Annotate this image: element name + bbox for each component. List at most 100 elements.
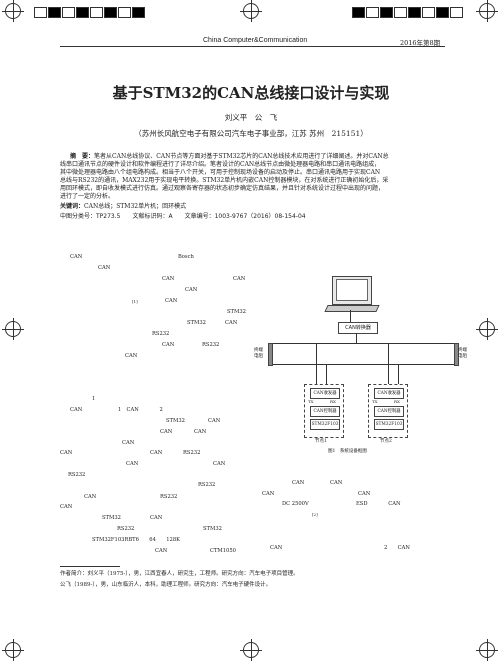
can-converter-label: CAN转换器 xyxy=(345,325,371,331)
body-fragment: CAN xyxy=(70,254,83,260)
node2-controller: CAN控制器 xyxy=(374,406,404,417)
body-fragment: [2] xyxy=(312,512,318,517)
footnote-author-2: 公飞（1989-），男，山东临沂人，本科，助理工程师。研究方向：汽车电子硬件设计… xyxy=(60,582,272,588)
body-fragment: CAN xyxy=(165,298,178,304)
body-fragment: Bosch xyxy=(178,254,194,260)
body-fragment: RS232 xyxy=(152,331,170,337)
node2-rx: RX xyxy=(394,399,400,404)
abstract-line: 其中微处理器电路由八个组电路构成。相当于八个开关，可用于控制现场设备的启动及停止… xyxy=(60,169,381,176)
body-fragment: RS232 xyxy=(202,342,220,348)
body-fragment: STM32 xyxy=(203,526,222,532)
body-fragment: [1] xyxy=(132,299,138,304)
converter-drop xyxy=(356,333,357,343)
header-rule xyxy=(60,46,445,47)
node1-rx: RX xyxy=(330,399,336,404)
body-fragment: CTM1050 xyxy=(210,548,236,554)
body-fragment: STM32 xyxy=(166,418,185,424)
body-fragment: CAN xyxy=(125,353,138,359)
body-fragment: CAN xyxy=(208,418,221,424)
body-fragment: CAN xyxy=(225,320,238,326)
body-fragment: 1 CAN 2 xyxy=(118,407,163,413)
journal-name: China Computer&Communication xyxy=(203,37,308,44)
print-calibration-strip-right xyxy=(352,7,464,18)
usb-cable xyxy=(350,310,351,322)
abstract-line: 总线与RS232的通讯，MAX232用于实现电平转换。STM32单片机内嵌CAN… xyxy=(60,177,389,184)
figure-caption: 图1 系统设备框图 xyxy=(328,449,367,454)
crop-mark-bottom-left xyxy=(2,639,24,661)
body-fragment: STM32 xyxy=(227,309,246,315)
computer-icon xyxy=(322,276,380,312)
abstract-line: 用回环模式，即自收发模式进行仿真。通过观察各寄存器的状态初步确定仿真结果，并且针… xyxy=(60,185,385,192)
body-fragment: CAN xyxy=(233,276,246,282)
print-calibration-strip-left xyxy=(34,7,146,18)
node2-tx: TX xyxy=(372,399,378,404)
abstract-label: 摘 要： xyxy=(70,153,95,160)
node2-mcu: STM32F103 xyxy=(374,419,404,430)
body-fragment: STM32 xyxy=(187,320,206,326)
crop-mark-top-right xyxy=(476,0,498,22)
body-fragment: CAN xyxy=(122,440,135,446)
body-fragment: CAN xyxy=(98,265,111,271)
body-fragment: CAN xyxy=(84,494,97,500)
body-fragment: CAN xyxy=(60,450,73,456)
crop-mark-mid-left xyxy=(2,318,24,340)
body-fragment: CAN xyxy=(330,480,343,486)
body-fragment: CAN xyxy=(162,342,175,348)
left-resistor-label: 终端 电阻 xyxy=(254,348,263,359)
node1-can-high-drop xyxy=(316,343,317,388)
body-fragment: ESD CAN xyxy=(356,501,401,507)
crop-mark-mid-right xyxy=(476,318,498,340)
body-fragment: CAN xyxy=(194,429,207,435)
body-fragment: STM32 xyxy=(102,515,121,521)
keywords-text: CAN总线；STM32单片机；回环模式 xyxy=(84,203,187,210)
node1-label: 节点1 xyxy=(315,439,327,444)
body-fragment: CAN xyxy=(60,504,73,510)
node2-can-low-drop xyxy=(398,364,399,388)
article-authors: 刘义平 公 飞 xyxy=(224,113,278,122)
article-affiliation: （苏州长风航空电子有限公司汽车电子事业部，江苏 苏州 215151） xyxy=(134,129,368,138)
node2-transceiver-label: CAN收发器 xyxy=(377,391,401,396)
body-fragment: CAN xyxy=(292,480,305,486)
body-fragment: CAN xyxy=(358,491,371,497)
footnote-author-1: 作者简介：刘义平（1975-），男，江西宜春人，研究生，工程师。研究方向：汽车电… xyxy=(60,571,299,577)
footnote-rule xyxy=(60,566,120,567)
body-fragment: RS232 xyxy=(68,472,86,478)
node1-controller-label: CAN控制器 xyxy=(313,409,337,414)
node2-mcu-label: STM32F103 xyxy=(375,422,403,427)
node1-mcu-label: STM32F103 xyxy=(311,422,339,427)
body-fragment: CAN xyxy=(70,407,83,413)
keywords-label: 关键词： xyxy=(60,203,85,210)
body-fragment: CAN xyxy=(126,461,139,467)
system-block-diagram: CAN转换器 终端 电阻 终端 电阻 CAN收发器 TX RX CAN控制器 S… xyxy=(254,276,470,468)
classification-line: 中图分类号：TP273.5 文献标识码：A 文章编号：1003-9767（201… xyxy=(60,213,306,220)
node2-transceiver: CAN收发器 xyxy=(374,388,404,399)
issue-number: 2016年第8期 xyxy=(400,39,441,47)
body-fragment: DC 2500V xyxy=(282,501,309,507)
left-terminal-resistor xyxy=(268,343,273,366)
abstract-line: 线串口通讯节点的硬件设计和软件编程进行了详尽介绍。笔者设计的CAN总线节点由微处… xyxy=(60,161,381,168)
node2-controller-label: CAN控制器 xyxy=(377,409,401,414)
body-fragment: CAN xyxy=(155,548,168,554)
can-bus-high xyxy=(270,343,456,344)
keywords: 关键词：CAN总线；STM32单片机；回环模式 xyxy=(60,203,186,211)
article-title: 基于STM32的CAN总线接口设计与实现 xyxy=(112,84,390,102)
body-fragment: CAN xyxy=(213,461,226,467)
can-converter-box: CAN转换器 xyxy=(338,322,378,334)
node2-label: 节点2 xyxy=(380,439,392,444)
can-bus-low xyxy=(270,364,456,365)
node1-can-low-drop xyxy=(326,364,327,388)
crop-mark-bottom-right xyxy=(476,639,498,661)
right-resistor-label: 终端 电阻 xyxy=(458,348,467,359)
abstract-line: 进行了一定的分析。 xyxy=(60,193,115,200)
node2-can-high-drop xyxy=(388,343,389,388)
node1-tx: TX xyxy=(308,399,314,404)
body-fragment: RS232 xyxy=(198,482,216,488)
body-fragment: CAN RS232 xyxy=(150,450,201,456)
body-fragment: 1 xyxy=(92,396,96,402)
crop-mark-bottom-center xyxy=(240,639,262,661)
body-fragment: CAN xyxy=(262,491,275,497)
crop-mark-top-left xyxy=(2,0,24,22)
node1-transceiver-label: CAN收发器 xyxy=(313,391,337,396)
body-fragment: 2 CAN xyxy=(384,545,410,551)
body-fragment: CAN xyxy=(185,287,198,293)
